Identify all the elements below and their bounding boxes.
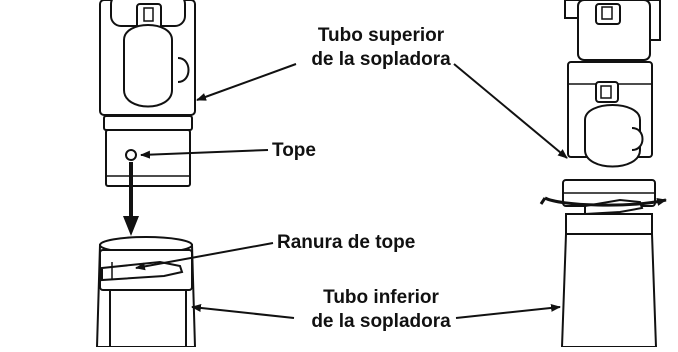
upper-tube-label-line2: de la sopladora	[311, 49, 451, 70]
leader-lines	[135, 63, 568, 319]
leader-tope	[140, 149, 269, 159]
upper-tube-label-line1: Tubo superior	[317, 25, 445, 46]
leader-upper-right	[453, 63, 568, 159]
lower-tube-label: Tubo inferior de la sopladora	[286, 286, 476, 334]
left-upper-tube	[99, 0, 196, 187]
lower-tube-label-line2: de la sopladora	[311, 311, 451, 332]
stop-label: Tope	[272, 140, 316, 161]
leader-ranura	[135, 242, 274, 271]
left-lower-tube	[95, 236, 197, 348]
right-assembly	[560, 0, 661, 348]
leader-lower-left	[191, 303, 295, 319]
lower-tube-label-line1: Tubo inferior	[323, 287, 439, 308]
rotation-arrow-icon	[539, 196, 667, 207]
leader-lower-right	[455, 303, 561, 319]
stop-button-icon	[125, 149, 137, 161]
leader-upper-left	[196, 63, 297, 101]
stop-slot-label: Ranura de tope	[277, 232, 416, 253]
upper-tube-label: Tubo superior de la sopladora	[286, 24, 476, 72]
